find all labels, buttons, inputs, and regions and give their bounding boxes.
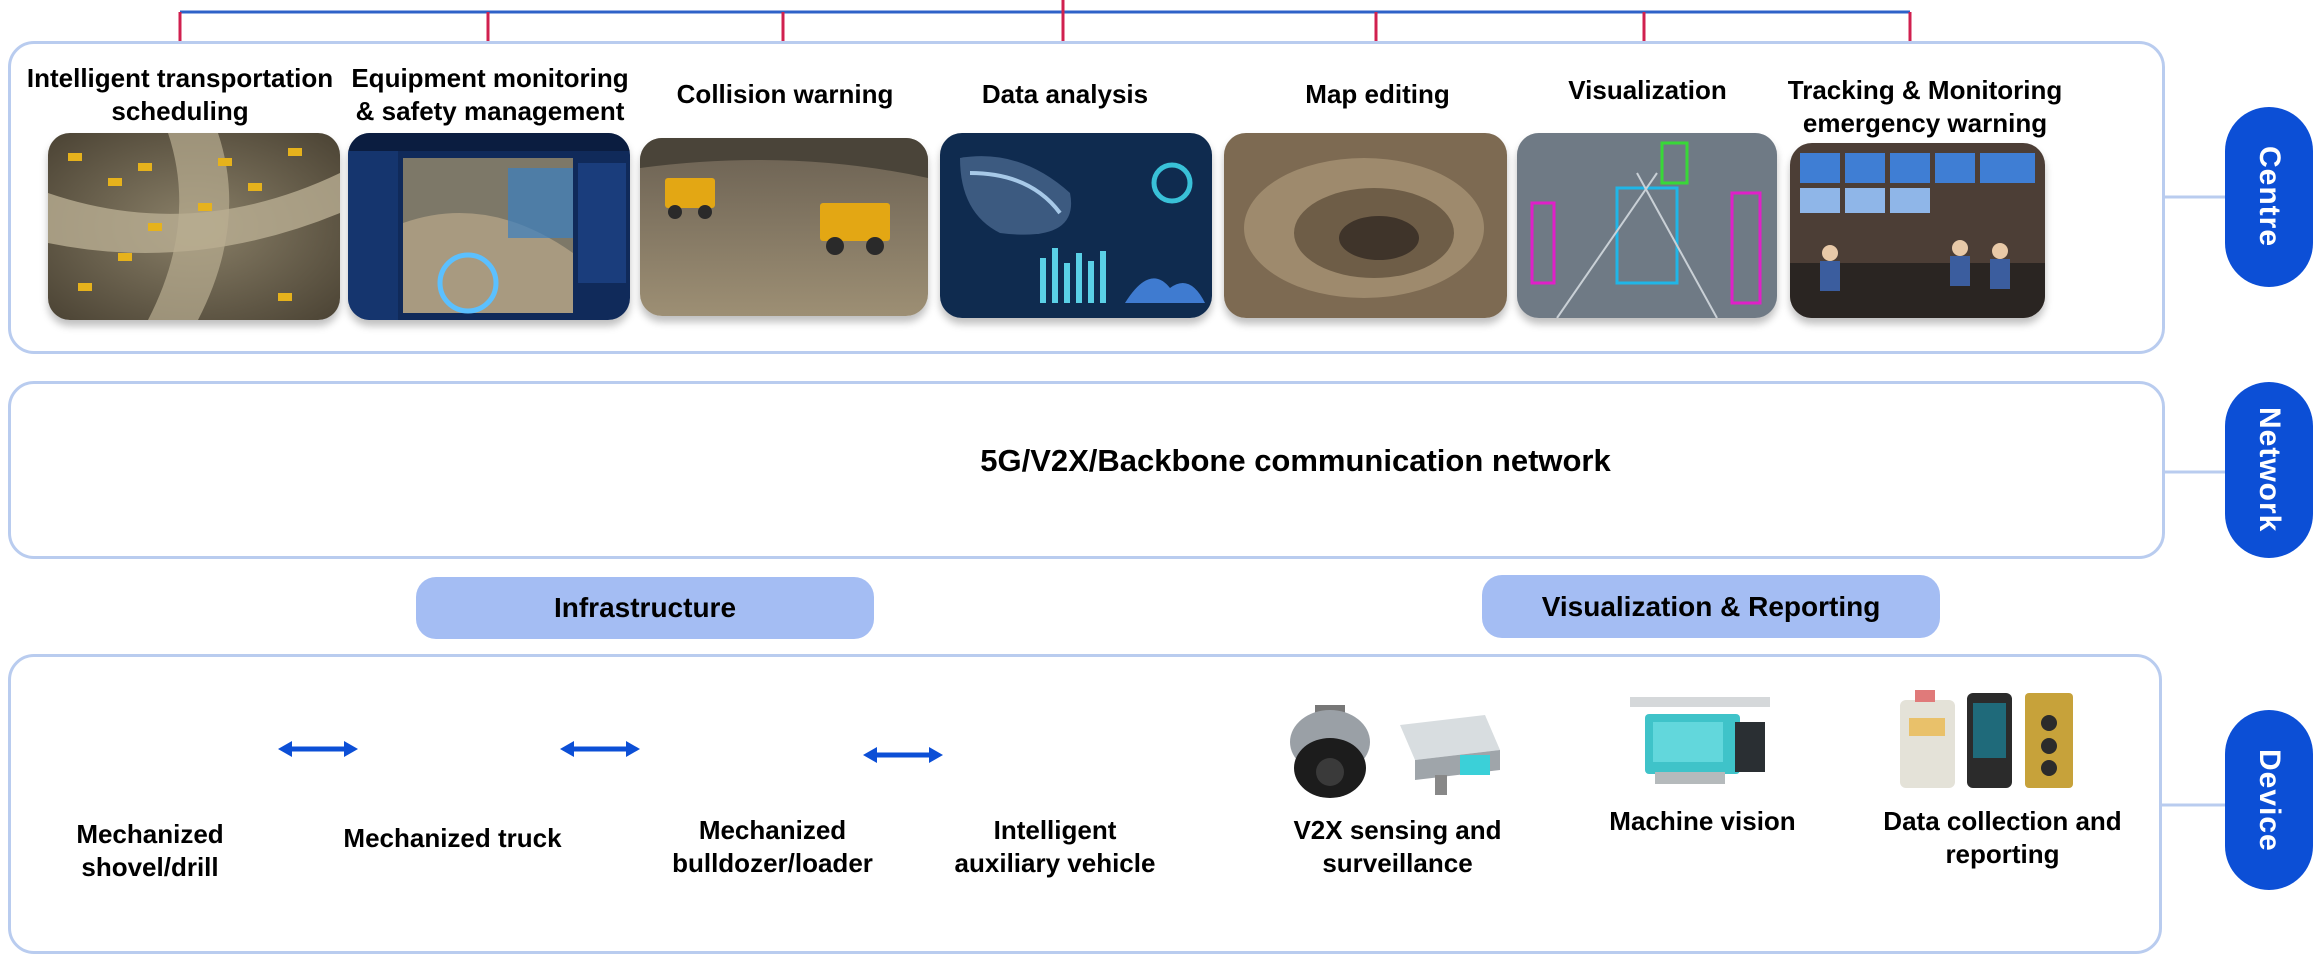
arrow-truck-bulldozer: [560, 741, 640, 757]
device-label-bulldozer-loader: Mechanized bulldozer/loader: [672, 815, 873, 878]
map-editing-image: [1224, 133, 1507, 318]
centre-label-data-analysis: Data analysis: [981, 79, 1149, 109]
device-label-data-collection: Data collection and reporting: [1883, 806, 2122, 869]
collision-warning-image: [640, 138, 928, 316]
device-tier-label: Device: [2225, 710, 2313, 890]
centre-tier-label: Centre: [2225, 107, 2313, 287]
device-label-shovel-drill: Mechanized shovel/drill: [76, 819, 224, 882]
device-label-auxiliary-vehicle: Intelligent auxiliary vehicle: [954, 815, 1156, 878]
visualization-image: [1517, 133, 1777, 318]
device-label-truck: Mechanized truck: [343, 823, 562, 853]
visualization-reporting-pill: Visualization & Reporting: [1482, 575, 1940, 638]
centre-label-tracking: Tracking & Monitoring emergency warning: [1787, 75, 2063, 138]
tracking-monitoring-image: [1790, 143, 2045, 318]
equipment-monitoring-image: [348, 133, 630, 320]
device-label-v2x-sensing: V2X sensing and surveillance: [1293, 815, 1502, 878]
device-panel: [8, 654, 2162, 954]
arrow-shovel-truck: [278, 741, 358, 757]
v2x-cameras-icon: [1290, 705, 1500, 798]
data-analysis-image: [940, 133, 1212, 318]
machine-vision-icon: [1630, 697, 1770, 784]
top-connector-lines: [178, 0, 1912, 45]
data-collection-devices-icon: [1900, 690, 2073, 788]
side-connector-lines: [2160, 195, 2225, 807]
centre-label-scheduling: Intelligent transportation scheduling: [26, 63, 334, 126]
centre-label-collision: Collision warning: [676, 79, 894, 109]
network-panel: [8, 381, 2165, 559]
network-tier-label: Network: [2225, 382, 2313, 558]
infrastructure-pill: Infrastructure: [416, 577, 874, 639]
centre-label-map-editing: Map editing: [1305, 79, 1450, 109]
device-label-machine-vision: Machine vision: [1609, 806, 1796, 836]
arrow-bulldozer-auxiliary: [863, 747, 943, 763]
centre-label-equipment: Equipment monitoring & safety management: [351, 63, 629, 126]
centre-label-visualization: Visualization: [1568, 75, 1727, 105]
scheduling-image: [48, 133, 340, 320]
network-label: 5G/V2X/Backbone communication network: [980, 443, 1611, 478]
